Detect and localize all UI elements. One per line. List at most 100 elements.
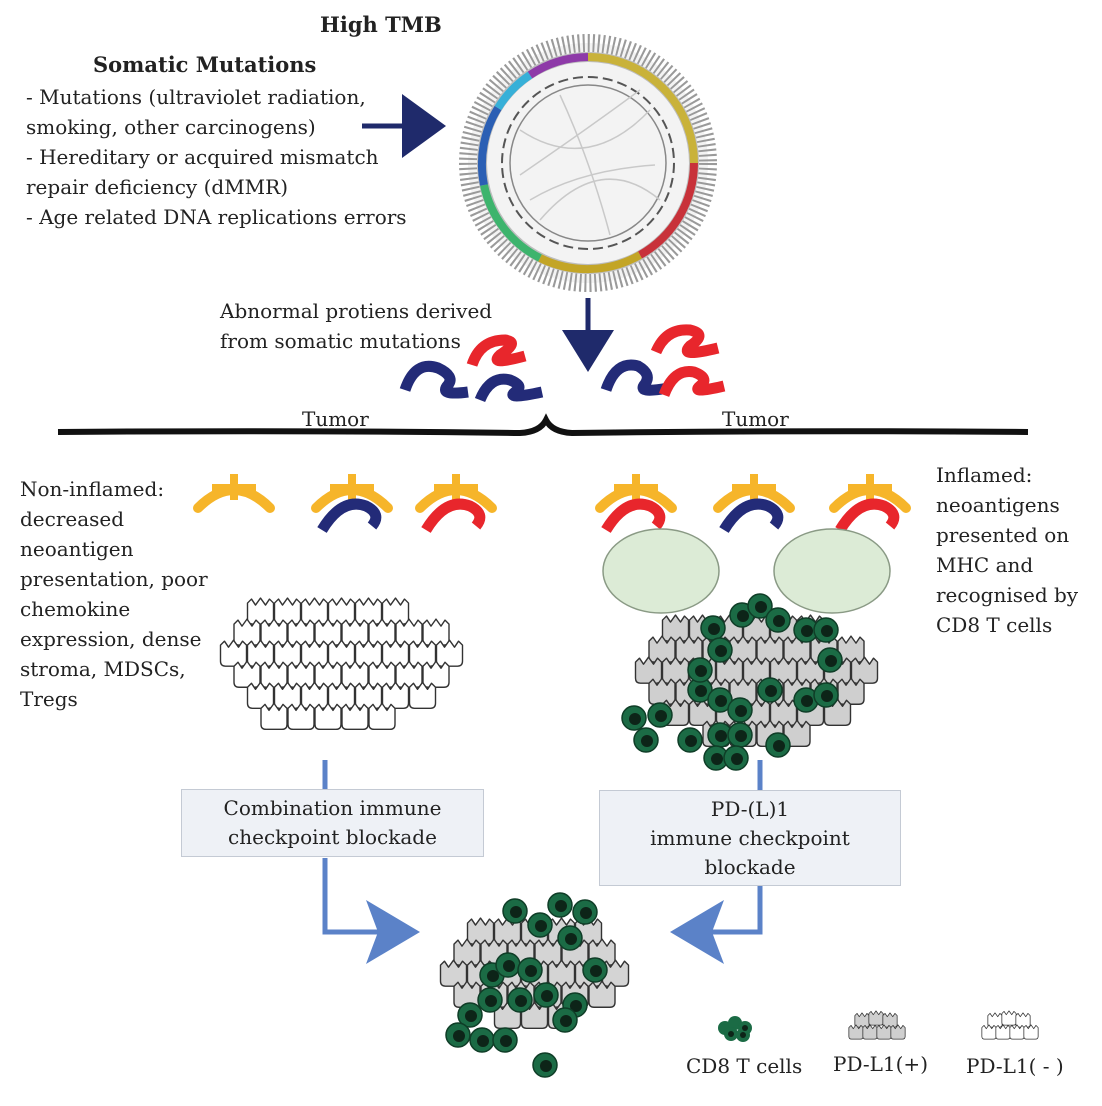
non-inflamed-line: presentation, poor xyxy=(20,567,208,591)
t-cell-icon xyxy=(817,647,843,673)
t-cell-icon xyxy=(477,987,503,1013)
abnormal-proteins xyxy=(399,324,726,403)
tumor-cell-icon xyxy=(219,639,248,667)
tumor-cell-icon xyxy=(868,1010,884,1026)
mutation-line: - Mutations (ultraviolet radiation, xyxy=(26,85,366,109)
t-cell-icon xyxy=(723,745,749,771)
tumor-cell-icon xyxy=(300,639,329,667)
t-cell-icon xyxy=(813,617,839,643)
tumor-cell-icon xyxy=(273,681,302,709)
mhc-receptor-icon xyxy=(600,474,672,533)
mhc-receptor-icon xyxy=(420,474,492,533)
tumor-cell-icon xyxy=(1015,1012,1031,1028)
therapy-label-line: immune checkpoint xyxy=(650,825,850,850)
tumor-cell-icon xyxy=(981,1024,997,1040)
t-cell-icon xyxy=(727,722,753,748)
t-cell-icon xyxy=(687,657,713,683)
tumor-cell-icon xyxy=(848,1024,864,1040)
tumor-cell-icon xyxy=(341,618,369,646)
mutations-heading: Somatic Mutations xyxy=(93,52,317,77)
tumor-cell-icon xyxy=(588,980,616,1008)
therapy-label-line: Combination immune xyxy=(223,796,442,820)
tumor-cell-icon xyxy=(661,614,690,642)
tumor-cell-icon xyxy=(987,1012,1003,1028)
tumor-cell-icon xyxy=(260,618,288,646)
t-cell-icon xyxy=(813,682,839,708)
tumor-cell-icon xyxy=(1001,1010,1017,1026)
t-cell-icon xyxy=(533,982,559,1008)
mutation-line: - Hereditary or acquired mismatch xyxy=(26,145,379,169)
t-cell-icon xyxy=(677,727,703,753)
non-inflamed-line: decreased xyxy=(20,507,125,531)
proteins-label-line: from somatic mutations xyxy=(220,329,461,353)
legend-cd8-icon xyxy=(718,1016,752,1042)
therapy-label-line: checkpoint blockade xyxy=(228,825,437,849)
mutation-line: repair deficiency (dMMR) xyxy=(26,175,289,199)
tumor-cell-icon xyxy=(769,698,798,726)
mhc-receptor-icon xyxy=(718,474,790,533)
pdl1-negative-tumor-cluster xyxy=(219,597,464,731)
legend-pdl1-negative-label: PD-L1( - ) xyxy=(966,1054,1064,1078)
tumor-cell-icon xyxy=(300,681,329,709)
tumor-label-right: Tumor xyxy=(722,407,789,431)
non-inflamed-line: Tregs xyxy=(20,687,78,711)
inflamed-line: neoantigens xyxy=(936,493,1060,517)
t-cell-icon xyxy=(621,705,647,731)
mhc-receptor-row xyxy=(198,474,906,533)
right-flow-arrow xyxy=(670,760,763,964)
tumor-cell-icon xyxy=(862,1024,878,1040)
t-cell-receptor-ellipse xyxy=(602,528,720,614)
t-cell-icon xyxy=(507,987,533,1013)
tumor-cell-icon xyxy=(661,656,690,684)
non-inflamed-line: neoantigen xyxy=(20,537,134,561)
combination-therapy-box: Combination immune checkpoint blockade xyxy=(181,789,484,857)
tumor-cell-icon xyxy=(287,702,315,731)
tumor-cell-icon xyxy=(246,639,275,667)
tumor-cell-icon xyxy=(756,635,784,663)
t-cell-icon xyxy=(557,925,583,951)
pdl1-therapy-box: PD-(L)1 immune checkpoint blockade xyxy=(599,790,901,886)
tumor-cell-icon xyxy=(246,597,275,625)
tumor-cell-icon xyxy=(287,660,315,688)
mutation-line: - Age related DNA replications errors xyxy=(26,205,407,229)
tumor-cell-icon xyxy=(273,597,302,625)
mhc-receptor-icon xyxy=(198,474,270,508)
down-arrow-icon xyxy=(562,298,614,372)
t-cell-icon xyxy=(552,1007,578,1033)
tumor-cell-icon xyxy=(260,702,288,731)
tumor-cell-icon xyxy=(435,639,464,667)
t-cell-icon xyxy=(582,957,608,983)
tumor-cell-icon xyxy=(439,959,468,987)
tumor-cell-icon xyxy=(327,597,356,625)
tumor-cell-icon xyxy=(408,639,437,667)
tumor-cell-icon xyxy=(368,660,396,688)
non-inflamed-line: chemokine xyxy=(20,597,131,621)
t-cell-icon xyxy=(765,607,791,633)
legend-pdl1-positive-label: PD-L1(+) xyxy=(833,1052,928,1076)
tumor-cell-icon xyxy=(381,597,410,625)
tumor-cell-icon xyxy=(368,618,396,646)
t-cell-icon xyxy=(495,952,521,978)
tumor-cell-icon xyxy=(466,917,495,945)
tumor-cell-icon xyxy=(314,702,342,731)
t-cell-icon xyxy=(517,957,543,983)
tumor-cell-icon xyxy=(327,681,356,709)
tumor-cell-icon xyxy=(354,681,383,709)
tumor-cell-icon xyxy=(273,639,302,667)
t-cell-icon xyxy=(527,912,553,938)
tumor-cell-icon xyxy=(634,656,663,684)
tumor-cell-icon xyxy=(314,618,342,646)
t-cell-icon xyxy=(492,1027,518,1053)
therapy-label-line: PD-(L)1 xyxy=(710,796,790,821)
tumor-cell-icon xyxy=(890,1024,906,1040)
inflamed-line: presented on xyxy=(936,523,1070,547)
tumor-cell-icon xyxy=(395,618,423,646)
mhc-receptor-icon xyxy=(834,474,906,533)
t-cell-icon xyxy=(727,697,753,723)
tumor-cell-icon xyxy=(300,597,329,625)
tumor-cell-icon xyxy=(287,618,315,646)
non-inflamed-line: Non-inflamed: xyxy=(20,477,165,501)
proteins-label-line: Abnormal protiens derived xyxy=(220,299,493,323)
tumor-cell-icon xyxy=(547,959,576,987)
